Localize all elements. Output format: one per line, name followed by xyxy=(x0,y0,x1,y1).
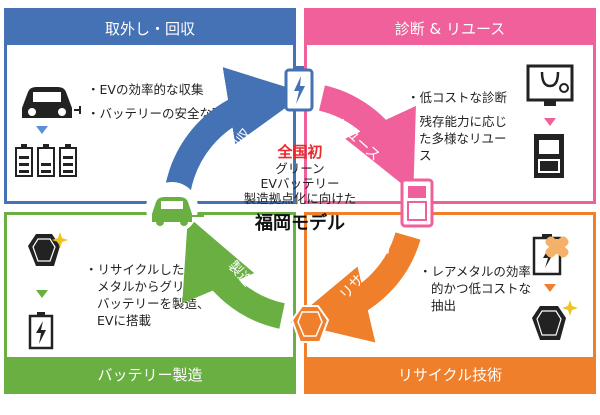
center-model: 福岡モデル xyxy=(255,213,345,234)
recycling-bullet: レアメタルの効率的かつ低コストな抽出 xyxy=(419,263,539,314)
reuse-bullets: 低コストな診断 残存能力に応じた多様なリユース xyxy=(407,89,517,171)
center-caption: 全国初 グリーン EVバッテリー 製造拠点化に向けた 福岡モデル xyxy=(220,143,380,235)
reuse-title: 診断 & リユース xyxy=(307,11,593,45)
removal-bullet: EVの効率的な収集 xyxy=(87,81,262,98)
center-line3: 製造拠点化に向けた xyxy=(243,191,357,206)
recycling-title: リサイクル技術 xyxy=(307,357,593,391)
center-headline: 全国初 xyxy=(277,143,323,161)
removal-title: 取外し・回収 xyxy=(7,11,293,45)
removal-bullets: EVの効率的な収集 バッテリーの安全な取外し xyxy=(87,81,262,129)
reuse-bullet: 低コストな診断 xyxy=(407,89,517,106)
manufacturing-panel: リサイクルしたレアメタルからグリーンバッテリーを製造、EVに搭載 バッテリー製造 xyxy=(4,212,296,394)
recycling-bullets: レアメタルの効率的かつ低コストな抽出 xyxy=(419,263,539,321)
recycling-panel: レアメタルの効率的かつ低コストな抽出 リサイクル技術 xyxy=(304,212,596,394)
center-line2: EVバッテリー xyxy=(260,176,340,191)
center-line1: グリーン xyxy=(275,161,325,176)
manufacturing-title: バッテリー製造 xyxy=(7,357,293,391)
manufacturing-bullet: リサイクルしたレアメタルからグリーンバッテリーを製造、EVに搭載 xyxy=(85,261,215,329)
manufacturing-bullets: リサイクルしたレアメタルからグリーンバッテリーを製造、EVに搭載 xyxy=(85,261,215,336)
removal-bullet: バッテリーの安全な取外し xyxy=(87,105,262,122)
reuse-bullet: 残存能力に応じた多様なリユース xyxy=(407,113,517,164)
